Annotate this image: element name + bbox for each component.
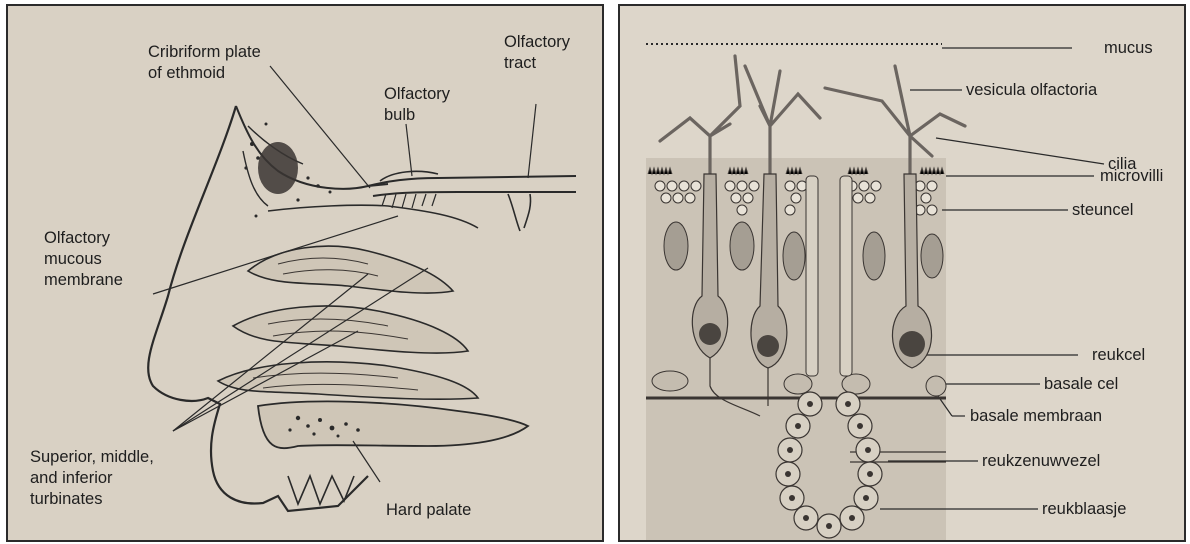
label-steuncel: steuncel	[1072, 200, 1133, 220]
label-basale-membraan: basale membraan	[970, 406, 1102, 426]
label-olfactory-tract: Olfactory tract	[504, 32, 570, 74]
olfactory-epithelium-panel: mucus vesicula olfactoria cilia microvil…	[618, 4, 1186, 542]
label-olfactory-mucous-membrane: Olfactory mucous membrane	[44, 228, 123, 291]
label-olfactory-bulb: Olfactory bulb	[384, 84, 450, 126]
label-basale-cel: basale cel	[1044, 374, 1118, 394]
label-reukcel: reukcel	[1092, 345, 1145, 365]
label-turbinates: Superior, middle, and inferior turbinate…	[30, 447, 154, 510]
label-vesicula-olfactoria: vesicula olfactoria	[966, 80, 1097, 100]
label-hard-palate: Hard palate	[386, 500, 471, 521]
olfactory-epithelium-drawing	[620, 6, 1186, 542]
label-reukzenuwvezel: reukzenuwvezel	[982, 451, 1100, 471]
nasal-cavity-panel: Cribriform plate of ethmoid Olfactory tr…	[6, 4, 604, 542]
label-mucus: mucus	[1104, 38, 1153, 58]
label-reukblaasje: reukblaasje	[1042, 499, 1126, 519]
label-cribriform-plate: Cribriform plate of ethmoid	[148, 42, 261, 84]
label-microvilli: microvilli	[1100, 166, 1163, 186]
